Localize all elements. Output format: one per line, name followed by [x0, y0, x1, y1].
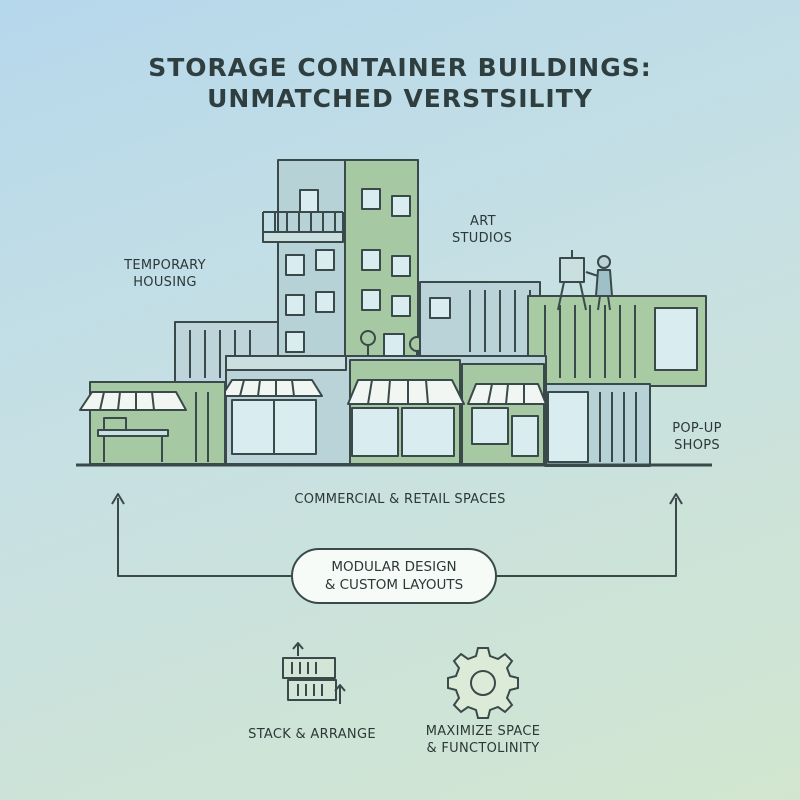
pop-up-shop-container [544, 383, 651, 467]
modular-design-node: MODULAR DESIGN & CUSTOM LAYOUTS [291, 548, 497, 604]
left-connector-arrow [111, 493, 296, 577]
art-studios-label: ART STUDIOS [452, 213, 532, 247]
market-stall [79, 381, 226, 465]
maximize-space-label-line1: MAXIMIZE SPACE [425, 724, 541, 739]
temporary-housing-label-line2: HOUSING [133, 275, 197, 290]
art-studio-container [419, 281, 541, 361]
pop-up-shops-label-line2: SHOPS [674, 438, 720, 453]
gear-icon [447, 647, 519, 719]
modular-design-node-line1: MODULAR DESIGN [331, 559, 457, 575]
maximize-space-label-line2: & FUNCTOLINITY [426, 741, 540, 756]
art-studios-label-line1: ART [470, 214, 496, 229]
modular-design-node-line2: & CUSTOM LAYOUTS [324, 577, 464, 593]
upper-right-container [527, 295, 707, 387]
pop-up-shops-label-line1: POP-UP [672, 421, 722, 436]
art-studios-label-line2: STUDIOS [452, 231, 513, 246]
pop-up-shops-label: POP-UP SHOPS [662, 420, 732, 454]
page-title-line2: UNMATCHED VERSTSILITY [207, 84, 593, 113]
temporary-housing-label-line1: TEMPORARY [124, 258, 206, 273]
commercial-storefront [221, 355, 547, 465]
right-connector-arrow [494, 493, 683, 577]
tall-tower-building [262, 159, 419, 357]
painter-figure [557, 250, 613, 311]
page-title-line1: STORAGE CONTAINER BUILDINGS: [148, 53, 652, 82]
stack-arrange-label: STACK & ARRANGE [248, 727, 376, 742]
commercial-retail-label: COMMERCIAL & RETAIL SPACES [294, 492, 506, 507]
temporary-housing-label: TEMPORARY HOUSING [110, 257, 220, 291]
stacked-containers-icon [282, 642, 346, 704]
maximize-space-label: MAXIMIZE SPACE & FUNCTOLINITY [398, 723, 568, 757]
